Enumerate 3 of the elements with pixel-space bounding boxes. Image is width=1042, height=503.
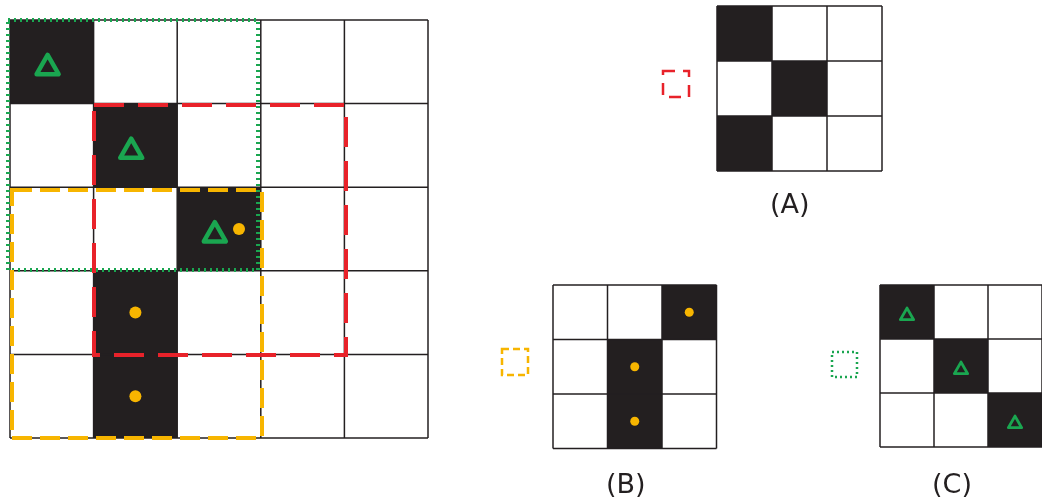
figure-label: (A)	[770, 188, 810, 219]
figure-label: (C)	[932, 468, 972, 499]
figure-label: (B)	[606, 468, 646, 499]
